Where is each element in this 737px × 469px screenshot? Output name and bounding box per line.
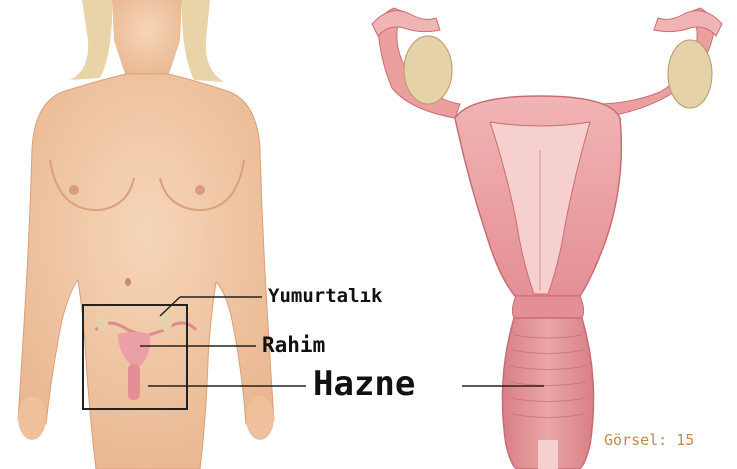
nipple-left: [69, 185, 79, 195]
ovary-right: [668, 40, 712, 108]
label-ovary: Yumurtalık: [268, 287, 382, 306]
neck: [112, 0, 182, 76]
uterus-cross-section: [372, 8, 722, 469]
navel: [125, 278, 131, 286]
label-uterus: Rahim: [262, 335, 325, 356]
label-vagina: Hazne: [313, 367, 415, 401]
female-body-figure: [18, 0, 274, 469]
hair: [70, 0, 112, 80]
figure-caption: Görsel: 15: [604, 431, 694, 449]
nipple-right: [195, 185, 205, 195]
right-hand: [246, 396, 274, 440]
ovary-left: [404, 36, 452, 104]
cervix: [512, 296, 583, 318]
left-hand: [18, 396, 46, 440]
